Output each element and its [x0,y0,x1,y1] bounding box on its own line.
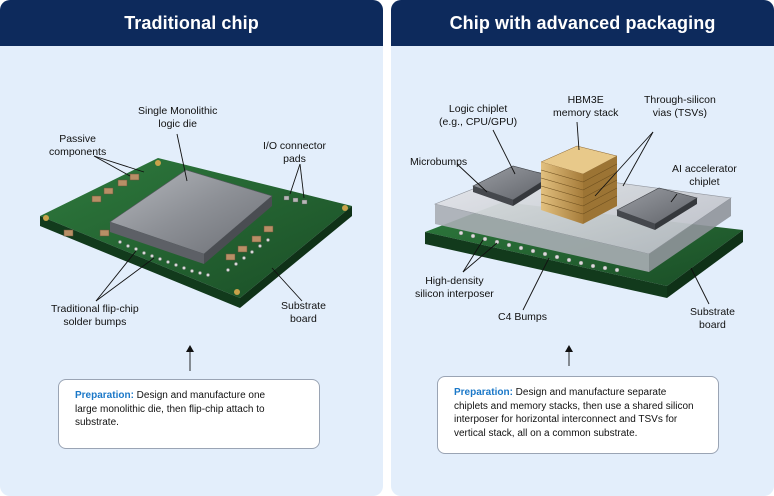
label-microbumps: Microbumps [410,156,468,168]
traditional-chip-illustration [40,133,352,371]
monolithic-die [109,169,273,264]
preparation-note-advanced: Preparation: Design and manufacture sepa… [437,376,719,454]
up-arrow-icon [565,345,573,352]
advanced-packaging-illustration [425,121,743,366]
c4-bumps [458,230,620,273]
preparation-note-traditional: Preparation: Design and manufacture one … [58,379,320,449]
leader-lines [93,133,305,371]
panel-title-traditional: Traditional chip [0,0,383,46]
panel-title-advanced: Chip with advanced packaging [391,0,774,46]
hbm3e-memory-stack [540,145,618,224]
solder-bumps [118,238,270,277]
label-logic-chiplet: Logic chiplet(e.g., CPU/GPU) [439,103,518,128]
leader-lines [456,121,710,366]
passive-components [63,173,274,261]
advanced-packaging-panel: Chip with advanced packaging [391,0,774,496]
ai-accelerator-chiplet [616,187,698,230]
io-connector-pads [283,195,308,205]
traditional-chip-panel: Traditional chip [0,0,383,496]
up-arrow-icon [186,345,194,352]
label-c4-bumps: C4 Bumps [498,311,548,323]
